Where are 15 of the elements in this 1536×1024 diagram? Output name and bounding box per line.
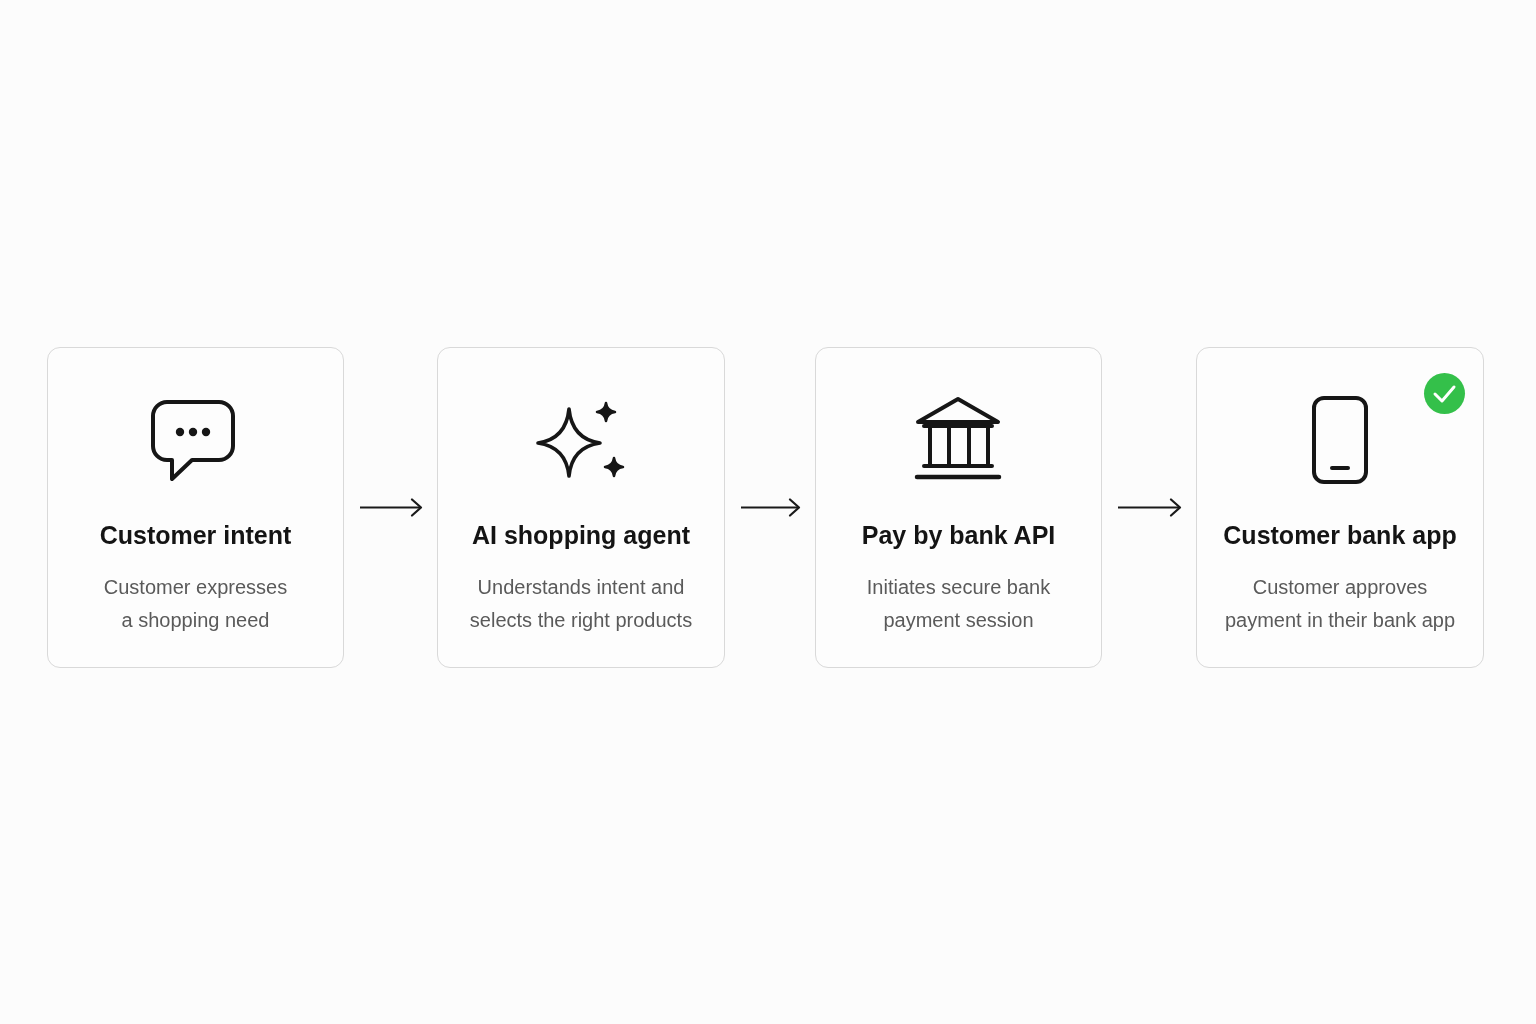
step-description: Customer approves payment in their bank app: [1223, 575, 1457, 633]
step-description: Understands intent and selects the right products: [468, 575, 694, 633]
step-description: Customer expresses a shopping need: [102, 575, 289, 633]
step-card: [1196, 347, 1484, 668]
step-description: Initiates secure bank payment session: [865, 575, 1052, 633]
arrow: [359, 498, 423, 517]
arrow: [1117, 498, 1182, 517]
step-card: [815, 347, 1102, 668]
step-title: AI shopping agent: [471, 520, 690, 551]
step-title: Pay by bank API: [861, 520, 1056, 551]
step-card: [437, 347, 725, 668]
step-title: Customer intent: [99, 520, 292, 551]
step-card: [47, 347, 344, 668]
arrow: [740, 498, 801, 517]
step-title: Customer bank app: [1223, 520, 1457, 551]
